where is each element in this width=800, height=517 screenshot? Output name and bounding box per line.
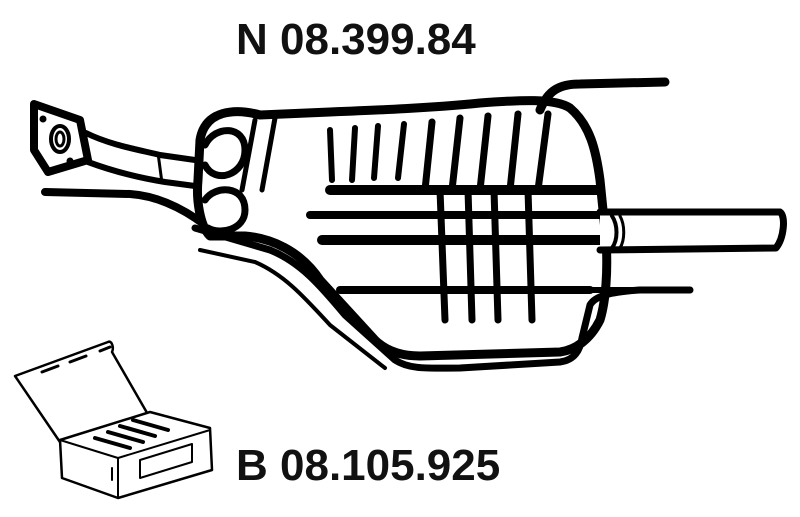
part-number-top: N 08.399.84: [236, 15, 476, 64]
mounting-kit-box-icon: [13, 340, 214, 500]
muffler-icon: [30, 77, 787, 372]
part-number-bottom: B 08.105.925: [236, 441, 501, 490]
